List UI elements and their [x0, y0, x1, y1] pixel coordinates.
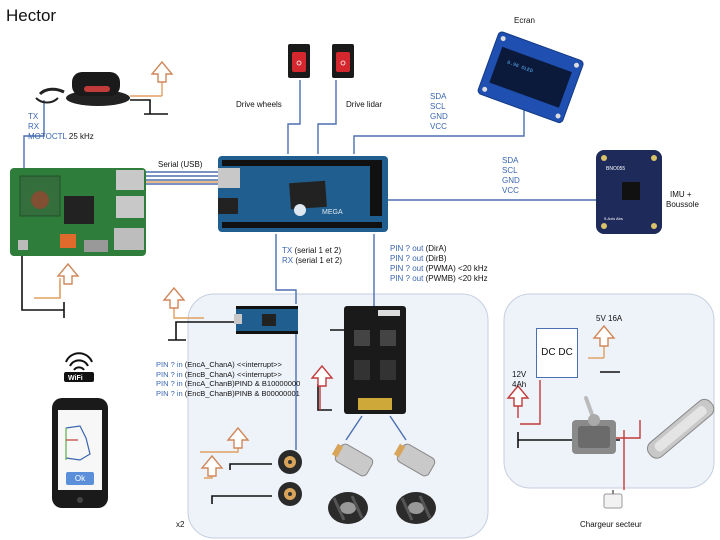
encoder-pin-line: PIN ? in (EncB_ChanB)PINB & B00000001: [156, 389, 300, 399]
ecran-pin: SDA: [430, 92, 447, 101]
switch-icon: [332, 44, 354, 78]
svg-text:WiFi: WiFi: [68, 375, 83, 382]
motor-pins: PIN ? out (DirA) PIN ? out (DirB) PIN ? …: [390, 244, 488, 284]
motor-desc: (PWMB) <20 kHz: [425, 274, 488, 283]
ecran-pin: SCL: [430, 102, 446, 111]
motor-pin-line: PIN ? out (DirA): [390, 244, 488, 254]
lidar-pin-motoctl: MOTOCTL 25 kHz: [28, 132, 94, 142]
encoder-icon: [278, 482, 302, 506]
encoder-desc: (EncA_ChanB)PIND & B10000000: [184, 379, 301, 389]
encoder-desc: (EncA_ChanA) <<interrupt>>: [184, 360, 282, 369]
power-arrow-icon: [310, 364, 334, 387]
lidar-pins: TX RX MOTOCTL 25 kHz: [28, 112, 94, 142]
encoder-pin-line: PIN ? in (EncA_ChanB)PIND & B10000000: [156, 379, 300, 389]
drive-lidar-label: Drive lidar: [346, 100, 383, 109]
ok-button[interactable]: Ok: [66, 472, 94, 485]
x2-label: x2: [176, 520, 185, 529]
serial-usb-label: Serial (USB): [158, 160, 203, 169]
encoder-desc: (EncB_ChanA) <<interrupt>>: [184, 369, 282, 379]
imu-pin: SDA: [502, 156, 519, 165]
serial-desc: (serial 1 et 2): [295, 256, 343, 265]
gear-motor-icon: [393, 443, 436, 477]
motor-pin-line: PIN ? out (PWMA) <20 kHz: [390, 264, 488, 274]
motor-pin-line: PIN ? out (DirB): [390, 254, 488, 264]
switch-icon: [288, 44, 310, 78]
imu-pin: VCC: [502, 186, 519, 195]
power-arrow-icon: [150, 60, 174, 83]
encoder-pins: PIN ? in (EncA_ChanA) <<interrupt>> PIN …: [156, 360, 300, 398]
imu-pins: SDA SCL GND VCC: [502, 156, 520, 196]
svg-text:9-Axis Abs: 9-Axis Abs: [604, 216, 623, 221]
motor-pin-line: PIN ? out (PWMB) <20 kHz: [390, 274, 488, 284]
lidar-icon: [35, 72, 130, 106]
dcdc-converter: DC DC: [536, 328, 578, 378]
serial-pin: TX: [282, 246, 293, 255]
arduino-mega-icon: MEGA: [218, 156, 388, 232]
power-arrow-icon: [56, 262, 80, 285]
mecanum-wheel-icon: [396, 492, 436, 524]
page-title: Hector: [6, 6, 57, 25]
arduino-nano-icon: [234, 306, 298, 334]
amp-4ah-label: 4Ah: [512, 380, 527, 389]
encoder-pin: PIN ? in: [156, 379, 183, 389]
volt-5v-label: 5V 16A: [596, 314, 623, 323]
raspberry-pi-icon: [10, 168, 146, 256]
encoder-pin-line: PIN ? in (EncA_ChanA) <<interrupt>>: [156, 360, 300, 370]
chargeur-label: Chargeur secteur: [580, 520, 642, 529]
encoder-pin: PIN ? in: [156, 369, 183, 379]
imu-label: IMU +: [670, 190, 692, 199]
lidar-pin-tx: TX: [28, 112, 39, 121]
power-arrows: [56, 60, 616, 477]
imu-pin: GND: [502, 176, 520, 185]
gear-motor-icon: [331, 443, 374, 477]
lidar-motoctl-freq: 25 kHz: [68, 132, 94, 141]
lidar-pin-rx: RX: [28, 122, 40, 131]
lidar-motoctl-label: MOTOCTL: [28, 132, 67, 141]
motor-panel: [187, 293, 489, 539]
svg-text:MEGA: MEGA: [322, 209, 343, 216]
serial-line: RX (serial 1 et 2): [282, 256, 342, 266]
drive-wheels-label: Drive wheels: [236, 100, 282, 109]
charger-plug-icon: [603, 490, 623, 509]
serial-line: TX (serial 1 et 2): [282, 246, 342, 256]
serial-desc: (serial 1 et 2): [294, 246, 342, 255]
encoder-desc: (EncB_ChanB)PINB & B00000001: [184, 388, 300, 398]
toggle-switch-icon: [572, 396, 616, 454]
motor-driver-icon: [344, 306, 406, 414]
imu-pin: SCL: [502, 166, 518, 175]
boussole-label: Boussole: [666, 200, 699, 209]
power-arrow-icon: [226, 426, 250, 449]
imu-board-icon: BNO055 9-Axis Abs: [596, 150, 662, 234]
power-arrow-icon: [162, 286, 186, 309]
encoder-pin: PIN ? in: [156, 388, 183, 398]
encoder-icon: [278, 450, 302, 474]
motor-pin: PIN ? out: [390, 264, 424, 273]
phone-icon: [52, 398, 108, 508]
oled-screen-icon: 0.96 OLED: [477, 31, 584, 124]
ecran-pins: SDA SCL GND VCC: [430, 92, 448, 132]
serial-lines: TX (serial 1 et 2) RX (serial 1 et 2): [282, 246, 342, 266]
power-arrows-red: [310, 364, 530, 407]
motor-desc: (DirB): [425, 254, 447, 263]
wifi-icon: WiFi: [64, 352, 94, 382]
svg-text:BNO055: BNO055: [606, 166, 625, 172]
motor-pin: PIN ? out: [390, 254, 424, 263]
power-arrow-icon: [506, 384, 530, 407]
ecran-pin: GND: [430, 112, 448, 121]
serial-pin: RX: [282, 256, 294, 265]
encoder-pin: PIN ? in: [156, 360, 183, 369]
power-arrow-icon: [200, 454, 224, 477]
volt-12v-label: 12V: [512, 370, 527, 379]
motor-desc: (PWMA) <20 kHz: [425, 264, 488, 273]
battery-icon: [646, 398, 715, 459]
motor-pin: PIN ? out: [390, 274, 424, 283]
motor-pin: PIN ? out: [390, 244, 424, 253]
mecanum-wheel-icon: [328, 492, 368, 524]
motor-desc: (DirA): [425, 244, 447, 253]
encoder-pin-line: PIN ? in (EncB_ChanA) <<interrupt>>: [156, 370, 300, 380]
ecran-pin: VCC: [430, 122, 447, 131]
ecran-label: Ecran: [514, 16, 535, 25]
power-arrow-icon: [592, 324, 616, 347]
